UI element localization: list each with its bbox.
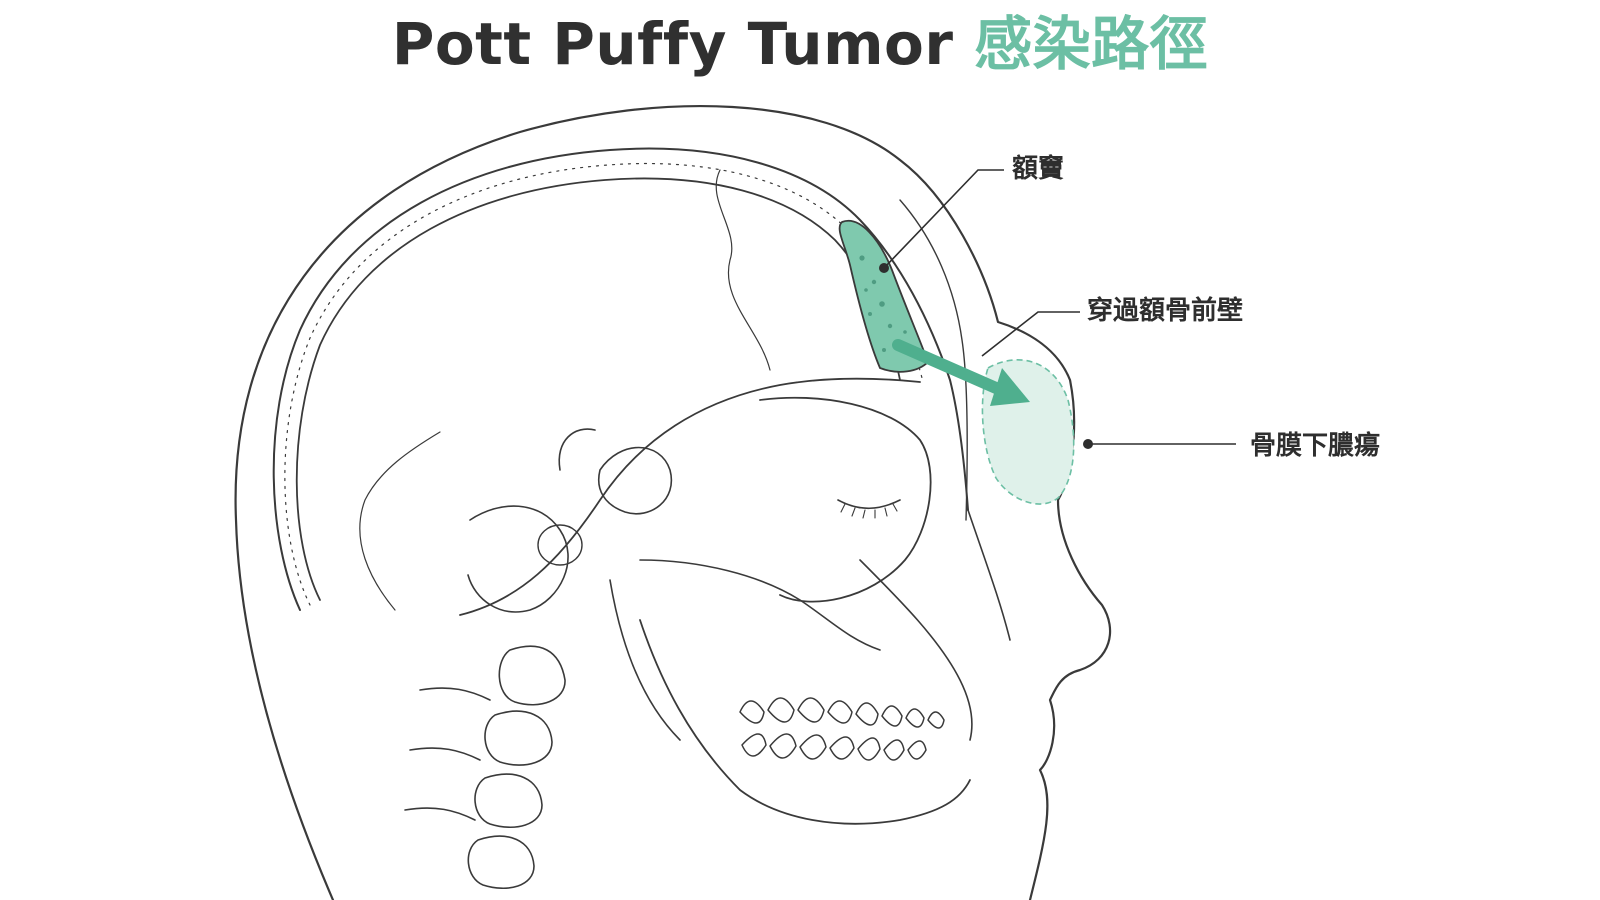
label-subperiosteal-abscess: 骨膜下膿瘍 <box>1250 431 1381 461</box>
title-english: Pott Puffy Tumor <box>391 10 975 78</box>
diagram-title: Pott Puffy Tumor 感染路徑 <box>0 4 1600 84</box>
leader-dot-frontal-sinus <box>879 263 889 273</box>
title-chinese: 感染路徑 <box>974 10 1209 78</box>
zygomatic-arch <box>639 559 881 651</box>
coronal-suture <box>715 169 771 371</box>
leader-line-anterior-wall <box>981 311 1080 357</box>
petrous-bone <box>467 505 569 613</box>
maxilla <box>859 559 973 741</box>
orbit-outline <box>759 396 932 603</box>
leader-line-frontal-sinus <box>883 169 1004 269</box>
subperiosteal-abscess-region <box>981 359 1075 505</box>
ear-canal <box>537 524 583 566</box>
skull-outer-table <box>272 147 969 611</box>
lambdoid-suture <box>359 431 441 611</box>
mandible <box>639 619 971 825</box>
leader-dot-abscess <box>1083 439 1093 449</box>
upper-teeth <box>739 697 945 729</box>
eyelashes <box>840 503 898 519</box>
forehead-soft-tissue <box>899 199 968 521</box>
cervical-spine <box>404 645 566 889</box>
mandible-ramus <box>609 579 681 741</box>
sphenoid-sinus <box>598 446 673 515</box>
label-anterior-wall: 穿過額骨前壁 <box>1087 296 1244 326</box>
nasal-bone <box>967 509 1011 641</box>
sella-turcica <box>558 428 596 471</box>
eyelid <box>837 499 901 510</box>
label-frontal-sinus: 額竇 <box>1012 154 1065 184</box>
skull-inner-table <box>295 177 901 601</box>
anterior-cranial-base <box>459 377 921 616</box>
lower-teeth <box>741 733 927 761</box>
head-skin-outline <box>234 104 1112 900</box>
infection-path-arrow <box>892 339 1030 406</box>
